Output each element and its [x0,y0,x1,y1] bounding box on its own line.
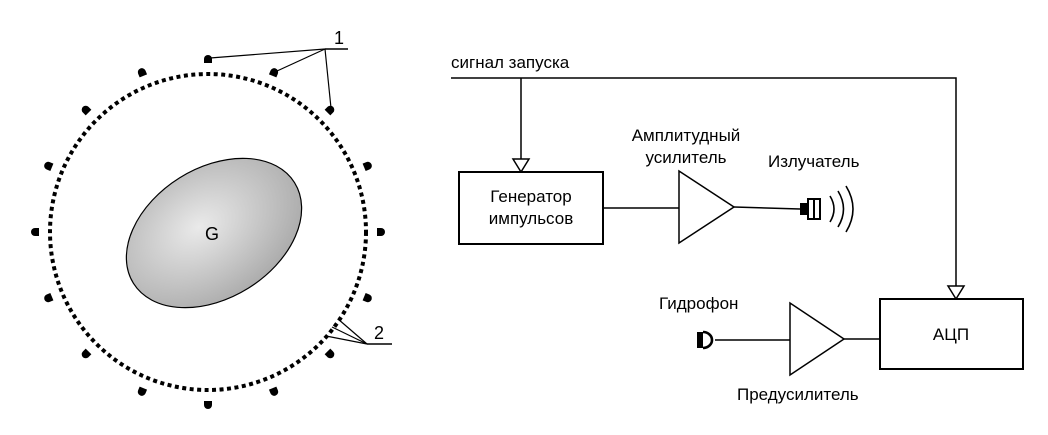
generator-input-arrow [511,158,531,174]
pulse-generator-block [458,171,604,245]
sensor-element [324,105,335,116]
sensor-element [362,292,372,303]
emitter-icon [800,185,854,233]
adc-label: АЦП [933,325,969,344]
sensor-element [324,348,335,359]
trigger-signal-line [451,77,957,286]
object-g-label: G [205,224,219,244]
trigger-signal-label: сигнал запуска [451,53,570,72]
sensor-element [204,401,212,409]
amplitude-amplifier-label-1: Амплитудный [632,126,741,145]
sensor-element [362,161,372,172]
sensor-element [377,228,385,236]
sensor-element [204,55,212,63]
sensor-element [31,228,39,236]
dotted-ring [48,72,368,392]
sensor-element [81,105,92,116]
sensor-element [268,68,279,78]
amplitude-amplifier-triangle [678,169,736,245]
sensor-element [137,386,148,396]
amplitude-amplifier-label-2: усилитель [646,148,727,167]
sensor-element [81,348,92,359]
emitter-label: Излучатель [768,152,860,171]
callout-2: 2 [325,318,392,345]
sensor-element [44,292,54,303]
object-g [125,157,303,309]
pulse-generator-label-2: импульсов [489,209,573,228]
hydrophone-icon [697,330,714,350]
pulse-generator-label-1: Генератор [490,187,571,206]
adc-input-arrow [946,285,966,301]
block-diagram: сигнал запуска Генератор импульсов Ампли… [451,53,1024,404]
sensor-element [137,68,148,78]
callout-1: 1 [209,28,348,109]
sensor-element [268,386,279,396]
preamplifier-triangle [789,301,846,377]
sensor-array [31,55,385,409]
amplifier-to-emitter-line [733,206,801,210]
hydrophone-label: Гидрофон [659,294,738,313]
callout-2-label: 2 [374,323,384,343]
preamplifier-label: Предусилитель [737,385,859,404]
callout-1-label: 1 [334,28,344,48]
adc-block [879,298,1024,370]
left-panel: G 1 2 [31,28,392,409]
sensor-element [44,161,54,172]
